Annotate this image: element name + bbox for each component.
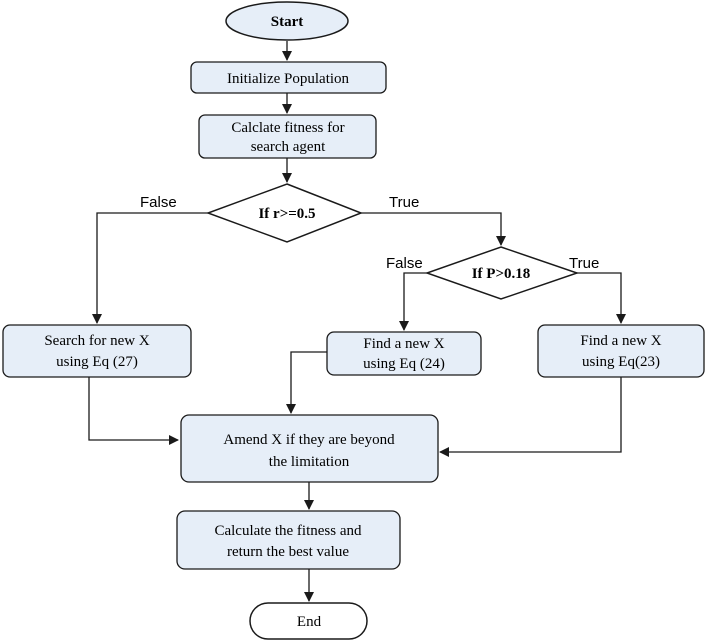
edge-search-to-amend [88,377,179,445]
edge-decision-r-false [92,212,208,324]
start-node: Start [225,1,349,41]
find-23-line2: using Eq(23) [582,354,660,370]
edge-find23-to-amend [439,377,622,457]
decision-r-label: If r>=0.5 [258,206,315,222]
amend-line1: Amend X if they are beyond [223,432,395,448]
fitness-label-line1: Calclate fitness for [231,120,344,136]
calc-best-line2: return the best value [227,544,349,560]
start-label: Start [271,14,304,30]
edges [88,41,626,602]
label-p-false: False [386,255,423,272]
find-23-line1: Find a new X [580,333,661,349]
search-x-node: Search for new X using Eq (27) [2,324,192,378]
edge-decision-p-true [576,272,626,324]
amend-node: Amend X if they are beyond the limitatio… [180,414,439,483]
amend-line2: the limitation [269,454,350,470]
label-p-true: True [569,255,599,272]
label-r-true: True [389,194,419,211]
decision-p-node: If P>0.18 [424,246,580,300]
edge-find24-to-amend [286,351,327,414]
fitness-node: Calclate fitness for search agent [198,114,377,159]
find-24-line1: Find a new X [363,336,444,352]
label-r-false: False [140,194,177,211]
fitness-label-line2: search agent [251,139,326,155]
end-label: End [297,614,322,630]
init-label: Initialize Population [227,71,350,87]
end-node: End [249,602,368,640]
find-23-node: Find a new X using Eq(23) [537,324,705,378]
search-x-line1: Search for new X [44,333,150,349]
decision-p-label: If P>0.18 [472,266,531,282]
decision-r-node: If r>=0.5 [205,183,364,243]
search-x-line2: using Eq (27) [56,354,138,370]
calc-best-node: Calculate the fitness and return the bes… [176,510,401,570]
find-24-line2: using Eq (24) [363,356,445,372]
find-24-node: Find a new X using Eq (24) [326,331,482,376]
edge-decision-p-false [399,272,427,331]
init-node: Initialize Population [190,61,387,94]
edge-decision-r-true [360,212,506,246]
calc-best-line1: Calculate the fitness and [214,523,362,539]
